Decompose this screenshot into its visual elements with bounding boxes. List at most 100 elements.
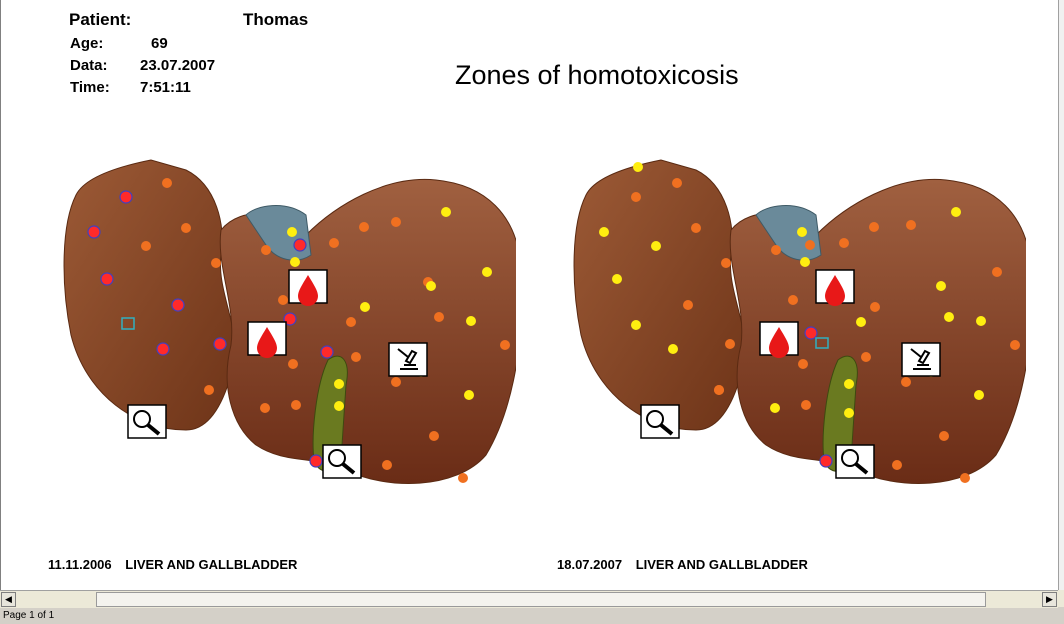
marker-dot <box>906 220 916 230</box>
report-page: Patient: Thomas Age: 69 Data: 23.07.2007… <box>0 0 1059 590</box>
marker-dot <box>260 403 270 413</box>
caption-organ: LIVER AND GALLBLADDER <box>125 557 297 572</box>
liver-chart-1 <box>56 145 516 490</box>
caption-date: 18.07.2007 <box>557 557 622 572</box>
marker-dot <box>944 312 954 322</box>
report-title: Zones of homotoxicosis <box>455 60 739 91</box>
marker-dot <box>351 352 361 362</box>
marker-dot <box>429 431 439 441</box>
marker-dot <box>290 257 300 267</box>
marker-dot <box>101 273 113 285</box>
marker-dot <box>805 240 815 250</box>
marker-dot <box>788 295 798 305</box>
marker-dot <box>856 317 866 327</box>
caption-date: 11.11.2006 <box>48 557 112 572</box>
marker-dot <box>870 302 880 312</box>
date-label: Data: <box>70 57 108 74</box>
marker-dot <box>441 207 451 217</box>
caption-chart-2: 18.07.2007 LIVER AND GALLBLADDER <box>557 557 818 572</box>
date-value: 23.07.2007 <box>140 57 215 74</box>
marker-dot <box>382 460 392 470</box>
marker-dot <box>334 379 344 389</box>
marker-dot <box>294 239 306 251</box>
marker-dot <box>391 377 401 387</box>
marker-dot <box>714 385 724 395</box>
marker-dot <box>288 359 298 369</box>
marker-dot <box>771 245 781 255</box>
marker-dot <box>683 300 693 310</box>
marker-dot <box>434 312 444 322</box>
marker-dot <box>458 473 468 483</box>
marker-dot <box>204 385 214 395</box>
marker-dot <box>672 178 682 188</box>
marker-dot <box>974 390 984 400</box>
marker-dot <box>901 377 911 387</box>
scroll-corner <box>1058 590 1064 607</box>
age-value: 69 <box>151 35 168 52</box>
marker-dot <box>800 257 810 267</box>
microscope-icon <box>902 343 940 376</box>
marker-dot <box>359 222 369 232</box>
patient-name: Thomas <box>243 10 308 30</box>
magnifier-icon <box>836 445 874 478</box>
marker-dot <box>992 267 1002 277</box>
caption-chart-1: 11.11.2006 LIVER AND GALLBLADDER <box>48 557 307 572</box>
marker-dot <box>321 346 333 358</box>
marker-dot <box>214 338 226 350</box>
marker-dot <box>631 192 641 202</box>
patient-label: Patient: <box>69 10 131 30</box>
scroll-left-button[interactable]: ◀ <box>1 592 16 607</box>
blood-drop-icon <box>248 322 286 358</box>
time-value: 7:51:11 <box>140 79 191 96</box>
marker-dot <box>346 317 356 327</box>
marker-dot <box>976 316 986 326</box>
marker-dot <box>141 241 151 251</box>
marker-dot <box>360 302 370 312</box>
marker-dot <box>261 245 271 255</box>
marker-dot <box>668 344 678 354</box>
age-label: Age: <box>70 35 103 52</box>
marker-dot <box>1010 340 1020 350</box>
marker-dot <box>869 222 879 232</box>
marker-dot <box>861 352 871 362</box>
marker-dot <box>798 359 808 369</box>
magnifier-icon <box>323 445 361 478</box>
scroll-right-button[interactable]: ▶ <box>1042 592 1057 607</box>
liver-chart-2 <box>566 145 1026 490</box>
blood-drop-icon <box>760 322 798 358</box>
marker-dot <box>936 281 946 291</box>
marker-dot <box>721 258 731 268</box>
marker-dot <box>334 401 344 411</box>
marker-dot <box>939 431 949 441</box>
marker-dot <box>181 223 191 233</box>
marker-dot <box>88 226 100 238</box>
magnifier-icon <box>128 405 166 438</box>
marker-dot <box>801 400 811 410</box>
marker-dot <box>691 223 701 233</box>
status-bar: Page 1 of 1 <box>0 608 1064 624</box>
vertical-scrollbar[interactable] <box>1058 0 1064 590</box>
marker-dot <box>211 258 221 268</box>
marker-dot <box>157 343 169 355</box>
marker-dot <box>426 281 436 291</box>
marker-dot <box>120 191 132 203</box>
scroll-thumb[interactable] <box>96 592 986 607</box>
marker-dot <box>391 217 401 227</box>
marker-dot <box>278 295 288 305</box>
marker-dot <box>482 267 492 277</box>
horizontal-scrollbar[interactable]: ◀ ▶ <box>0 590 1058 608</box>
marker-dot <box>797 227 807 237</box>
marker-dot <box>466 316 476 326</box>
marker-dot <box>172 299 184 311</box>
marker-dot <box>612 274 622 284</box>
marker-dot <box>633 162 643 172</box>
marker-dot <box>631 320 641 330</box>
marker-dot <box>464 390 474 400</box>
marker-dot <box>291 400 301 410</box>
marker-dot <box>329 238 339 248</box>
marker-dot <box>162 178 172 188</box>
caption-organ: LIVER AND GALLBLADDER <box>636 557 808 572</box>
marker-dot <box>770 403 780 413</box>
page-indicator: Page 1 of 1 <box>3 610 54 621</box>
marker-dot <box>839 238 849 248</box>
